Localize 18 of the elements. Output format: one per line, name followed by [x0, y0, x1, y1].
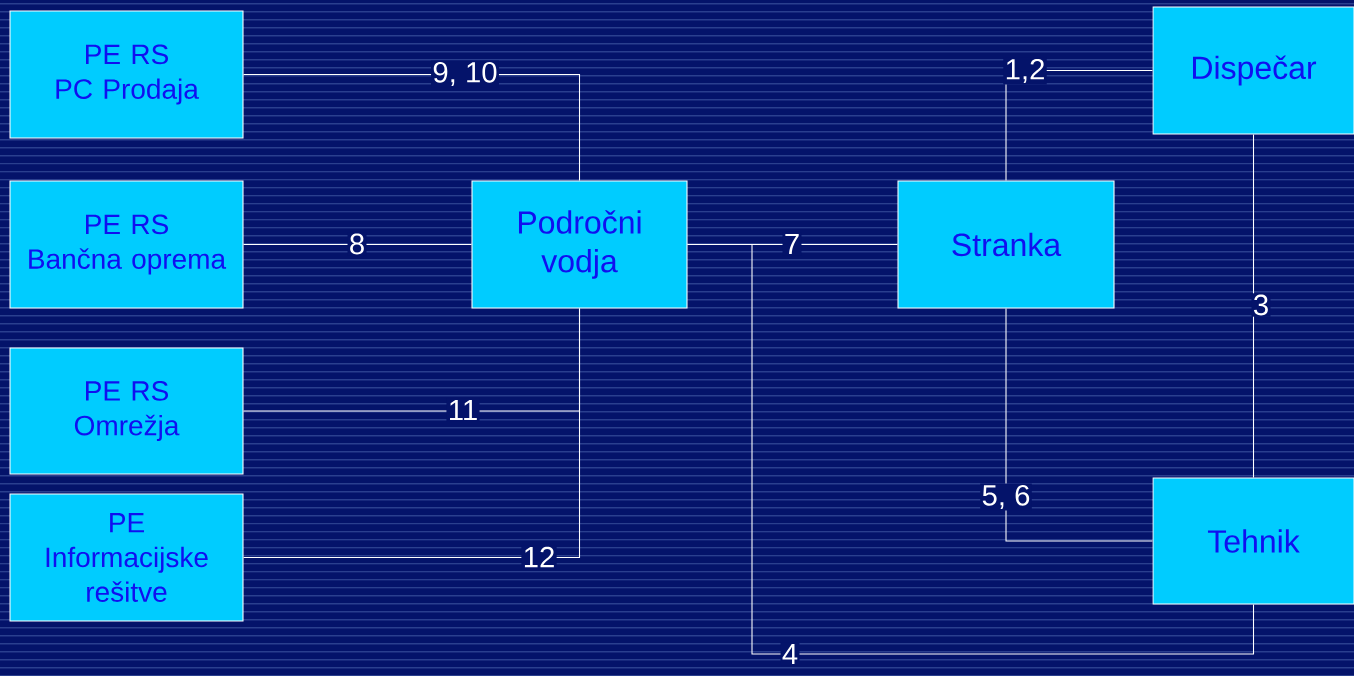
- process-box: PE RS Bančna oprema: [9, 180, 244, 309]
- edge-label: 12: [521, 545, 557, 569]
- connector-line: [243, 243, 472, 246]
- process-box: PE RS Omrežja: [9, 347, 244, 475]
- process-box: Dispečar: [1152, 6, 1354, 135]
- connector-line: [1252, 134, 1255, 478]
- process-box: PE RS PC Prodaja: [9, 10, 244, 139]
- edge-label: 9, 10: [431, 60, 499, 88]
- process-box: Stranka: [897, 180, 1115, 309]
- process-box: Področni vodja: [471, 180, 688, 309]
- process-box: PE Informacijske rešitve: [9, 493, 244, 622]
- connector-line: [243, 308, 581, 559]
- edge-label: 5, 6: [980, 483, 1032, 511]
- process-box: Tehnik: [1152, 477, 1354, 605]
- edge-label: 1,2: [1003, 57, 1047, 85]
- connector-line: [687, 243, 1255, 655]
- edge-label: 11: [446, 398, 480, 422]
- connector-line: [1005, 308, 1153, 542]
